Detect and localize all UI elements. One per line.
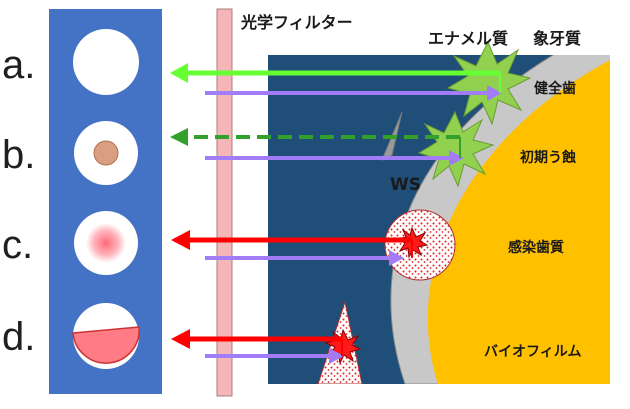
filter-label: 光学フィルター: [240, 13, 353, 32]
enamel-label: エナメル質: [428, 29, 508, 48]
dentin-layer: [427, 60, 610, 384]
arrow-c-reflected: [171, 230, 412, 250]
tooth-cross-section: [268, 55, 610, 384]
arrow-d-reflected: [171, 329, 342, 349]
sample-b: [74, 121, 138, 185]
row-label-a: a.: [2, 43, 35, 87]
infected-dentin-label: 感染歯質: [508, 239, 564, 256]
biofilm-label: バイオフィルム: [484, 344, 581, 360]
arrow-c-incident: [205, 250, 404, 266]
observation-panel: [49, 9, 162, 394]
arrow-d-incident: [205, 348, 344, 364]
white-spot-label: WS: [390, 175, 421, 195]
row-label-b: b.: [2, 133, 35, 177]
sample-a: [73, 29, 139, 95]
arrow-b-incident: [205, 150, 464, 166]
arrow-a-incident: [205, 85, 502, 101]
row-label-d: d.: [2, 315, 35, 359]
sample-c: [74, 211, 138, 275]
row-label-c: c.: [2, 223, 33, 267]
arrow-a-reflected: [170, 63, 500, 83]
sample-d: [72, 303, 140, 369]
healthy-starburst: [446, 40, 532, 126]
dentin-label: 象牙質: [533, 29, 581, 48]
arrow-b-reflected: [170, 128, 460, 146]
healthy-tooth-label: 健全歯: [534, 80, 576, 97]
optical-filter: [216, 8, 233, 397]
initial-caries-label: 初期う蝕: [520, 149, 576, 166]
